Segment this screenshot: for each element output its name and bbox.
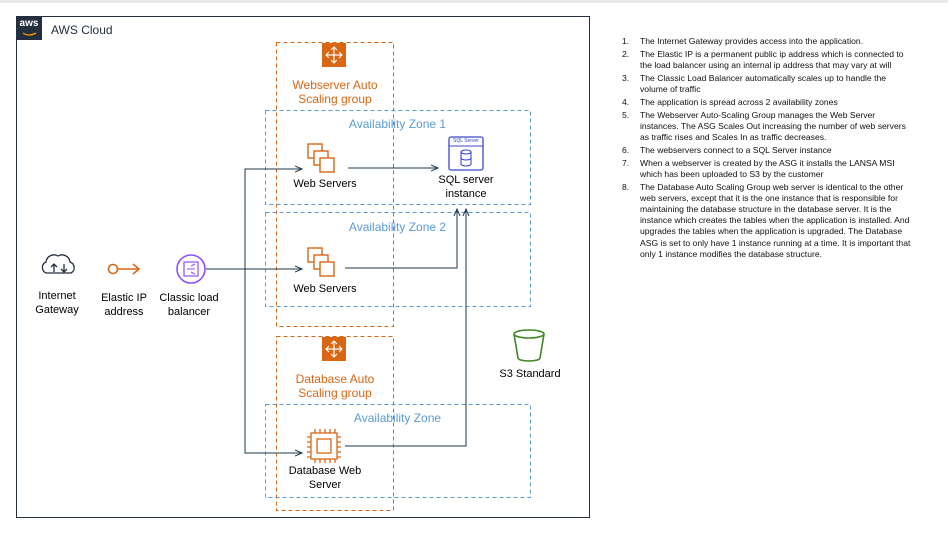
window-top-border: [0, 0, 948, 3]
webserver-asg-label: Webserver Auto Scaling group: [292, 78, 378, 106]
s3-standard-label: S3 Standard: [499, 368, 561, 380]
web-servers-icon-2: [307, 247, 335, 277]
web-servers-2-label: Web Servers: [293, 283, 357, 295]
connector-web-servers-2-to-sql: [345, 209, 457, 269]
aws-cloud-boundary: [16, 16, 590, 518]
aws-badge: aws: [19, 18, 39, 29]
note-item: 8.The Database Auto Scaling Group web se…: [622, 181, 911, 259]
connectors: [206, 168, 466, 453]
sql-server-icon: [448, 136, 484, 171]
availability-zone-2-label: Availability Zone 2: [348, 220, 447, 234]
database-web-server-label: Database Web Server: [288, 465, 362, 491]
note-item: 5.The Webserver Auto-Scaling Group manag…: [622, 109, 906, 142]
database-asg-icon: [322, 337, 346, 361]
availability-zone-1: [265, 110, 531, 205]
web-servers-1-label: Web Servers: [293, 178, 357, 190]
classic-load-balancer-icon: [176, 254, 206, 284]
note-item: 7.When a webserver is created by the ASG…: [622, 157, 895, 179]
sql-server-badge: SQL Server: [453, 138, 479, 144]
classic-load-balancer-label: Classic load balancer: [159, 292, 219, 318]
aws-logo: [16, 16, 42, 40]
connector-db-server-to-sql: [345, 209, 466, 447]
aws-cloud-title: AWS Cloud: [51, 23, 113, 37]
internet-gateway-icon: [41, 254, 75, 274]
availability-zone-3: [265, 404, 531, 498]
database-asg-label: Database Auto Scaling group: [295, 372, 375, 400]
webserver-asg-boundary: [276, 42, 394, 327]
sql-server-label: SQL server instance: [438, 174, 494, 200]
s3-bucket-icon: [513, 329, 545, 362]
connector-lb-to-db-server: [244, 269, 302, 453]
note-item: 4.The application is spread across 2 ava…: [622, 96, 838, 107]
webserver-asg-icon: [322, 43, 346, 67]
elastic-ip-label: Elastic IP address: [101, 292, 147, 318]
availability-zone-3-label: Availability Zone: [353, 411, 442, 425]
internet-gateway-label: Internet Gateway: [35, 290, 79, 316]
elastic-ip-icon: [107, 263, 141, 275]
connector-lb-bus: [244, 169, 302, 269]
database-asg-boundary: [276, 336, 394, 511]
availability-zone-1-label: Availability Zone 1: [348, 117, 447, 131]
availability-zone-2: [265, 212, 531, 307]
note-item: 3.The Classic Load Balancer automaticall…: [622, 72, 887, 94]
note-item: 1.The Internet Gateway provides access i…: [622, 36, 864, 46]
note-item: 2.The Elastic IP is a permanent public i…: [622, 48, 904, 70]
note-item: 6.The webservers connect to a SQL Server…: [622, 144, 832, 155]
web-servers-icon-1: [307, 143, 335, 173]
database-web-server-icon: [307, 429, 341, 463]
notes-list: 1.The Internet Gateway provides access i…: [622, 36, 914, 262]
